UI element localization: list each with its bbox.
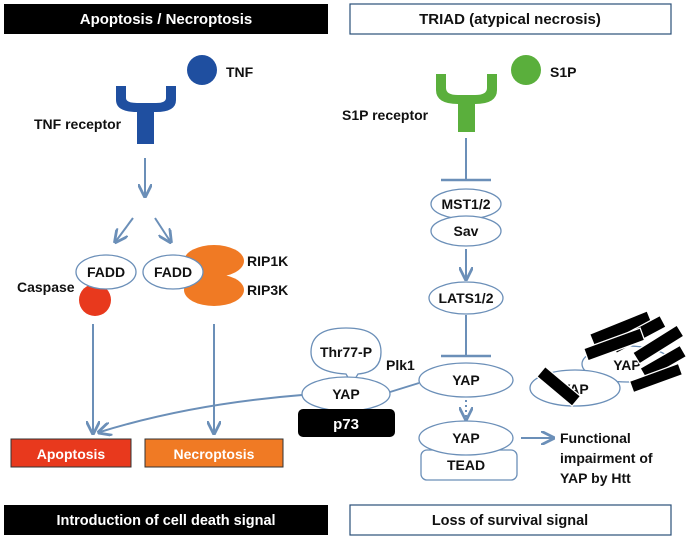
header-right-top-bg (349, 3, 672, 35)
header-left-bottom: Introduction of cell death signal (56, 513, 275, 529)
tnf-ligand (187, 55, 217, 85)
yap-right-oval (418, 362, 514, 398)
plk1-label: Plk1 (386, 357, 415, 373)
header-left-bottom-bg (4, 505, 328, 535)
tnf-receptor-head (116, 86, 176, 112)
yap-right-label: YAP (452, 372, 480, 388)
htt-fibril-6 (628, 362, 684, 394)
header-right-bottom: Loss of survival signal (432, 513, 588, 529)
header-right-top: TRIAD (atypical necrosis) (419, 11, 601, 28)
caspase-circle (79, 284, 111, 316)
yap-nuclear-label: YAP (452, 430, 480, 446)
arrow-yap-to-apoptosis (100, 394, 303, 432)
impairment-line-1: Functional (560, 430, 631, 446)
apoptosis-box (10, 438, 132, 468)
rip1k-label: RIP1K (247, 253, 288, 269)
necroptosis-label: Necroptosis (174, 446, 255, 462)
rip3k-label: RIP3K (247, 282, 288, 298)
impairment-line-3: YAP by Htt (560, 470, 631, 486)
htt-fibril-3 (582, 327, 646, 362)
header-left-top: Apoptosis / Necroptosis (80, 11, 253, 28)
fadd-left-label: FADD (87, 264, 125, 280)
s1p-receptor-label: S1P receptor (342, 107, 429, 123)
header-right-bottom-bg (349, 504, 672, 536)
s1p-ligand (511, 55, 541, 85)
s1p-receptor-head (436, 74, 497, 104)
lats-oval (428, 281, 504, 315)
apoptosis-label: Apoptosis (37, 446, 106, 462)
thr77p-bubble (310, 327, 382, 386)
lats-label: LATS1/2 (439, 290, 494, 306)
htt-aggregate: YAP YAP (529, 310, 688, 408)
fadd-left-oval (75, 254, 137, 290)
tead-label: TEAD (447, 457, 485, 473)
p73-box (298, 409, 395, 437)
tnf-receptor-label: TNF receptor (34, 116, 122, 132)
mst-label: MST1/2 (441, 196, 490, 212)
s1p-label: S1P (550, 64, 576, 80)
tnf-label: TNF (226, 64, 254, 80)
impairment-line-2: impairment of (560, 450, 653, 466)
htt-fibril-4 (631, 324, 685, 365)
yap-nuclear-oval (418, 420, 514, 456)
caspase-label: Caspase (17, 279, 75, 295)
fadd-right-oval (142, 254, 204, 290)
p73-label: p73 (333, 416, 359, 433)
necroptosis-box (144, 438, 284, 468)
arrow-to-fadd-right (154, 217, 170, 241)
fadd-right-label: FADD (154, 264, 192, 280)
line-yap-link (389, 382, 420, 393)
s1p-receptor-stem (458, 102, 475, 132)
rip3k-oval (184, 274, 244, 306)
sav-label: Sav (454, 223, 479, 239)
sav-oval (430, 215, 502, 247)
tnf-receptor-stem (137, 110, 154, 144)
thr77p-label: Thr77-P (320, 344, 372, 360)
yap-middle-label: YAP (332, 386, 360, 402)
arrow-to-fadd-left (116, 217, 134, 241)
htt-yap-top-label: YAP (613, 357, 641, 373)
header-left-top-bg (4, 4, 328, 34)
htt-fibril-7 (535, 365, 582, 408)
